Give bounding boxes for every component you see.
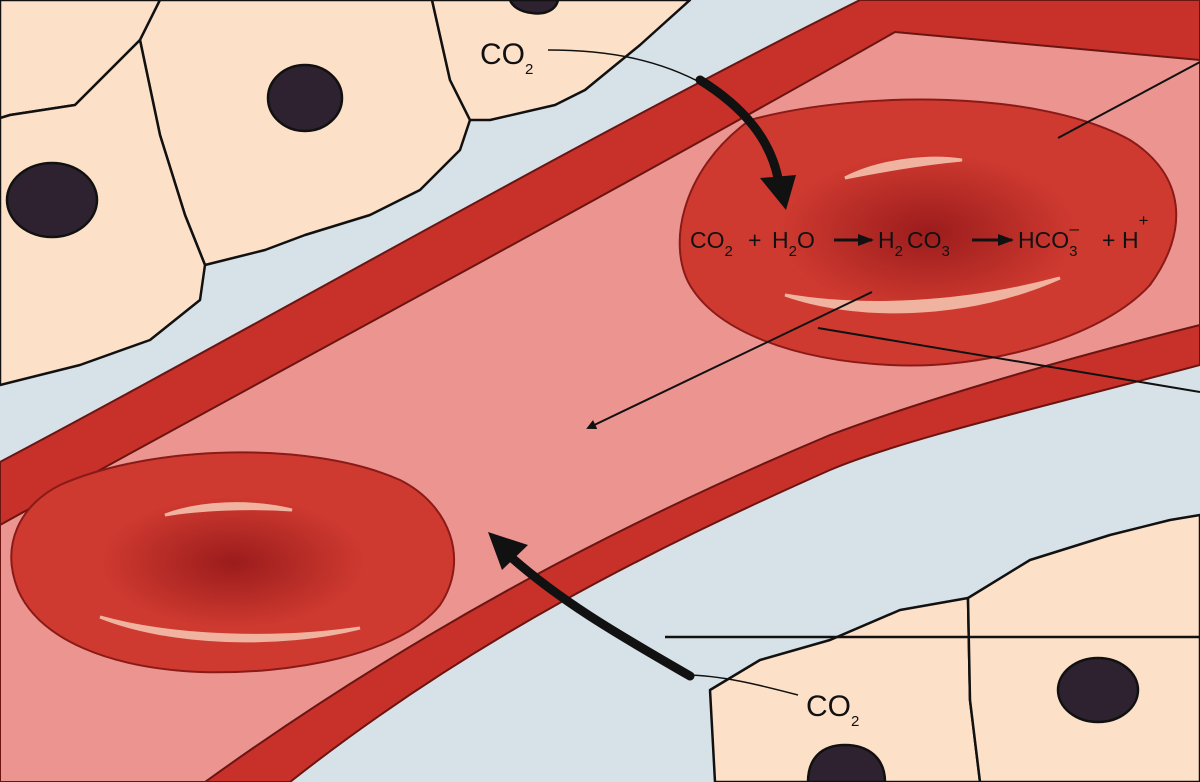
tissue-cells-top-left [0,0,692,387]
tissue-cell [966,513,1200,782]
cell-nucleus [508,0,560,15]
co2-diffusion-arrow-into-plasma [507,553,695,681]
co2-bottom-leader-line [684,674,799,696]
eq-co2: CO2 [690,227,733,260]
co2-top-leader-line [547,49,706,86]
bicarbonate-exit-arrow [586,291,873,430]
eq-plus: + [748,227,761,253]
leader-line [817,327,1200,393]
eq-h2o: H2O [772,227,815,260]
rbc-highlight [784,276,1061,314]
red-blood-cell-upper [678,98,1178,367]
leader-line [1057,61,1200,139]
red-blood-cell-lower [10,451,456,674]
cell-nucleus [5,161,99,239]
cell-nucleus [266,63,344,133]
cell-nucleus [1056,656,1140,724]
cell-nucleus [806,743,887,782]
co2-diffusion-arrow-into-rbc [695,75,783,183]
eq-h-ion: H+ [1122,211,1149,253]
co2-label-top: CO2 [480,38,533,78]
rbc-highlight [164,502,293,517]
co2-diffusion-arrow-into-plasma-head [488,532,528,570]
eq-plus: + [1102,227,1115,253]
eq-hco3: HCO3– [1018,219,1079,260]
tissue-cell [0,38,207,387]
co2-label-bottom: CO2 [806,690,859,730]
tissue-cell [430,0,692,122]
tissue-cells-bottom-right [665,513,1200,782]
rbc-highlight [99,615,361,643]
co2-diffusion-arrow-into-rbc-head [760,175,796,210]
rbc-highlight [844,156,963,180]
